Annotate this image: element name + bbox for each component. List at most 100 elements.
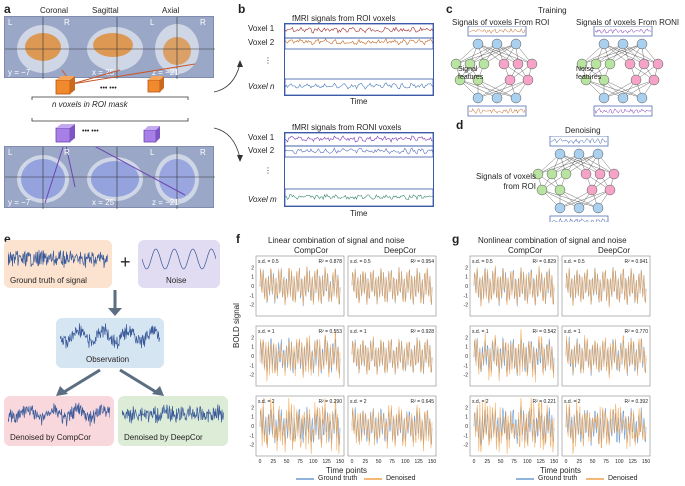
denoising-net-link — [559, 189, 611, 209]
y-tick-label: -2 — [250, 303, 255, 309]
panel-letter-e: e — [4, 232, 11, 246]
g-col1-title: CompCor — [508, 246, 543, 255]
panel-letter-d: d — [456, 118, 464, 132]
y-tick-label: 0 — [465, 354, 468, 360]
x-tick-label: 75 — [389, 459, 395, 465]
training-roni-net-input-node — [598, 38, 610, 50]
training-roni-net-output-node — [617, 92, 629, 104]
training-roni-net-link — [581, 43, 624, 65]
y-tick-label: -2 — [250, 373, 255, 379]
sd-label: s.d. = 1 — [564, 329, 581, 335]
coord-x-roni: x = 25 — [92, 198, 115, 207]
denoising-net-link — [578, 153, 615, 175]
training-roni-net-signal-node — [590, 58, 602, 70]
view-label-coronal: Coronal — [40, 6, 69, 15]
observation-label: Observation — [86, 355, 130, 364]
waveNoise-path — [142, 248, 216, 270]
training-roi-net-signal-node — [478, 58, 490, 70]
arrow-to-observation — [108, 290, 122, 316]
legend-ground-truth: Ground truth — [318, 475, 358, 482]
roni-voxel-1: Voxel 1 — [248, 133, 275, 142]
series-denoised — [473, 329, 555, 383]
training-roni-net-noise-node — [638, 58, 650, 70]
training-roi-net-output-node — [472, 92, 484, 104]
training-roi-net-signal-node — [450, 58, 462, 70]
observation-wave — [60, 323, 160, 349]
legend-denoised-g: Denoised — [608, 475, 638, 482]
denoising-net-link — [559, 153, 601, 175]
x-tick-label: 100 — [615, 459, 624, 465]
series-denoised — [351, 267, 433, 305]
series-denoised — [259, 331, 341, 382]
x-tick-label: 0 — [473, 459, 476, 465]
series-denoised — [259, 266, 341, 306]
f-title: Linear combination of signal and noise — [268, 236, 405, 245]
series-denoised — [351, 404, 433, 452]
observation-card — [56, 318, 164, 368]
y-tick-label: 0 — [251, 424, 254, 430]
x-tick-label: 75 — [297, 459, 303, 465]
legend-ground-truth-swatch-g — [516, 478, 534, 480]
roni-brain-slices — [4, 140, 215, 209]
r2-label: R² = 0.928 — [411, 329, 435, 335]
roi-voxel-n: Voxel n — [248, 82, 275, 91]
training-roi-net-output-node — [510, 92, 522, 104]
denoising-net-input-node — [592, 148, 604, 160]
denoising-net-link — [541, 189, 580, 209]
training-roni-net-link — [609, 43, 643, 65]
roni-signals-box — [284, 132, 434, 207]
y-tick-label: -1 — [464, 293, 469, 299]
r2-label: R² = 0.392 — [625, 399, 649, 405]
roi-trace-3 — [284, 82, 434, 90]
training-roni-net-link — [595, 43, 624, 65]
training-roni-net-noise-feature-node — [630, 74, 642, 86]
sd-label: s.d. = 0.5 — [564, 259, 585, 265]
x-tick-label: 50 — [498, 459, 504, 465]
training-roi-net-input-node — [491, 38, 503, 50]
roi-signals-title: fMRI signals from ROI voxels — [292, 14, 396, 23]
y-tick-label: 1 — [465, 415, 468, 421]
training-roi-net-input-trace — [468, 27, 526, 34]
y-tick-label: -1 — [250, 293, 255, 299]
training-roi-net-signal-node — [464, 58, 476, 70]
y-tick-label: 1 — [251, 415, 254, 421]
roni-signals-title: fMRI signals from RONI voxels — [292, 123, 402, 132]
coord-x-roi: x = 25 — [92, 68, 115, 77]
ground-truth-card — [4, 240, 112, 288]
roni-trace-3 — [284, 193, 434, 201]
panel-letter-f: f — [236, 232, 240, 246]
panel-letter-g: g — [452, 232, 460, 246]
training-roni-net-output-trace — [594, 108, 652, 115]
training-roi-net-link — [477, 43, 519, 65]
training-roi-net-link — [477, 79, 529, 99]
training-roi-net-link — [459, 79, 517, 99]
training-roi-net-output-trace — [468, 108, 526, 114]
training-roni-net-link — [622, 43, 659, 65]
signal-features-label: Signal features — [458, 66, 484, 81]
y-tick-label: -1 — [464, 363, 469, 369]
f-xlabel: Time points — [326, 466, 368, 475]
r2-label: R² = 0.954 — [411, 259, 435, 265]
x-tick-label: 25 — [577, 459, 583, 465]
series-denoised — [565, 267, 647, 308]
roni-voxel-m: Voxel m — [248, 195, 277, 204]
training-roi-net-link — [477, 79, 517, 99]
denoising-net-input-trace — [550, 138, 608, 145]
orient-right-roni-1: R — [64, 148, 70, 157]
x-tick-label: 50 — [376, 459, 382, 465]
denoising-net-link — [559, 153, 615, 175]
roi-brain-drawing — [5, 17, 215, 79]
training-roi-net-output-box — [467, 105, 527, 117]
orient-left-roi-1: L — [8, 18, 13, 27]
training-roi-net-input-box — [467, 26, 527, 37]
training-roni-net-noise-feature-node — [648, 74, 660, 86]
x-tick-label: 100 — [523, 459, 532, 465]
denoising-net-input-box — [549, 136, 609, 147]
x-tick-label: 0 — [351, 459, 354, 465]
roi-trace-2 — [284, 38, 434, 46]
